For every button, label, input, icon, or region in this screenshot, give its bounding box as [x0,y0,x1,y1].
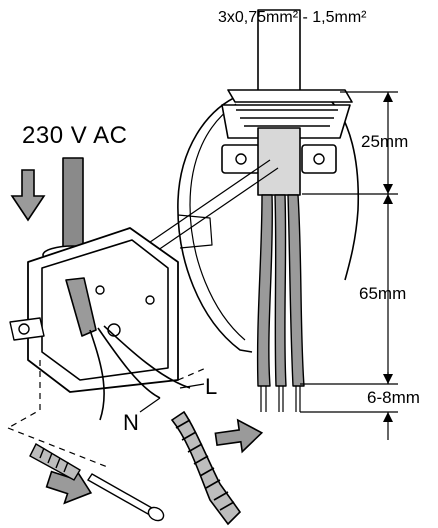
wire-gauge-label: 3x0,75mm² - 1,5mm² [218,9,367,26]
arrow-right-icon [214,418,264,454]
wall-box-assembly [7,157,207,469]
dimension-label-strip: 6-8mm [367,388,420,407]
wall-cutout-dashed [7,360,207,429]
cable-sheath-grey [257,127,301,196]
arrow-down-icon [10,169,46,222]
claw-screw [18,323,30,335]
clamp-ear-left [221,144,261,174]
pointer-N [139,397,161,413]
mounting-claw [9,317,45,341]
box-screw-hole-2 [145,295,155,305]
incoming-cable [62,157,84,259]
wall-line [7,427,111,469]
clamp-body [221,104,351,139]
clamp-screw-left [235,153,247,165]
clamp-ear-right [301,144,337,174]
neutral-wire-label: N [123,410,139,435]
frame-cut [177,214,213,249]
clamp-ring [236,109,338,127]
conductor-1 [256,194,274,387]
box-screw-hole-1 [107,323,121,337]
dimension-lines [300,91,398,440]
voltage-label: 230 V AC [22,122,128,149]
live-wire-label: L [205,374,218,399]
cable-inside-box [65,277,97,337]
junction-box-front [41,239,169,381]
bare-ends [260,386,301,412]
conductor-3 [287,194,305,387]
wire-strip-detail [79,9,398,440]
dimension-label-conductor: 65mm [359,284,407,303]
flexible-conduit [170,410,242,526]
clamp-plate [227,89,353,103]
conductor-2 [274,194,287,387]
wall-plug [29,443,81,481]
frame-outline-inner [189,103,246,341]
mounting-screw [87,473,165,522]
clamp-screw-right [313,153,325,165]
box-conductors [89,325,191,421]
pointer-L [179,383,205,389]
dimension-label-sheath: 25mm [361,132,409,151]
cable-sheath-top [257,9,301,101]
box-screw-hole-3 [95,285,105,295]
